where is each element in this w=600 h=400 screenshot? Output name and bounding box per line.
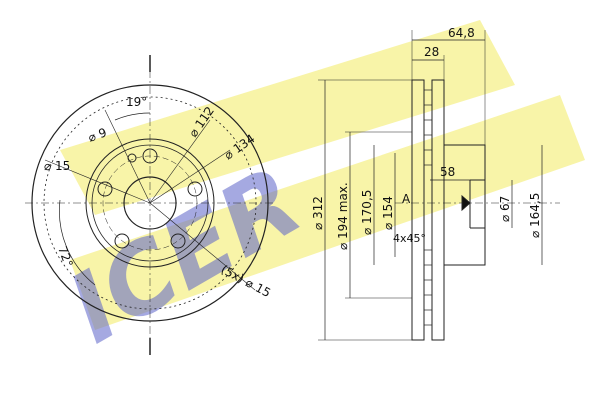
leader-112 — [149, 119, 211, 204]
arc-72 — [59, 199, 96, 286]
watermark-band-lower — [70, 95, 585, 330]
dim-width-28: 28 — [424, 45, 439, 59]
dim-dia-164-5: ⌀ 164,5 — [528, 193, 542, 238]
label-A: A — [402, 192, 411, 206]
dim-angle-72: 72° — [55, 244, 75, 269]
arrow-A — [461, 194, 471, 212]
front-view — [25, 55, 275, 355]
bolt-hole — [97, 181, 113, 197]
dim-dia-154: ⌀ 154 — [381, 196, 395, 230]
side-view — [318, 30, 560, 341]
bolt-hole — [187, 181, 203, 197]
dim-chamfer: 4x45° — [393, 232, 426, 245]
dim-dia-312: ⌀ 312 — [311, 196, 325, 230]
watermark-logo: ICER — [51, 20, 585, 365]
dim-dia-194: ⌀ 194 max. — [336, 182, 350, 250]
dim-dia-170-5: ⌀ 170,5 — [360, 190, 374, 235]
dim-angle-19: 19° — [126, 95, 147, 109]
dim-depth-58: 58 — [440, 165, 455, 179]
outer-plate — [411, 79, 425, 341]
bolt-hole — [114, 233, 130, 249]
leader-19 — [104, 109, 151, 204]
vent-fins — [424, 89, 432, 326]
dim-hole-9: ⌀ 9 — [86, 125, 108, 145]
dim-dia-67: ⌀ 67 — [498, 196, 512, 222]
watermark-band — [60, 20, 515, 215]
leader-5x15 — [149, 202, 256, 291]
inner-plate — [431, 79, 445, 341]
bolt-hole — [170, 233, 186, 249]
arc-19 — [114, 112, 151, 121]
leader-15 — [44, 159, 151, 204]
hat-section — [444, 144, 486, 266]
dim-dia-15: ⌀ 15 — [44, 159, 70, 173]
dim-width-64-8: 64,8 — [448, 26, 475, 40]
leader-134 — [149, 149, 231, 204]
